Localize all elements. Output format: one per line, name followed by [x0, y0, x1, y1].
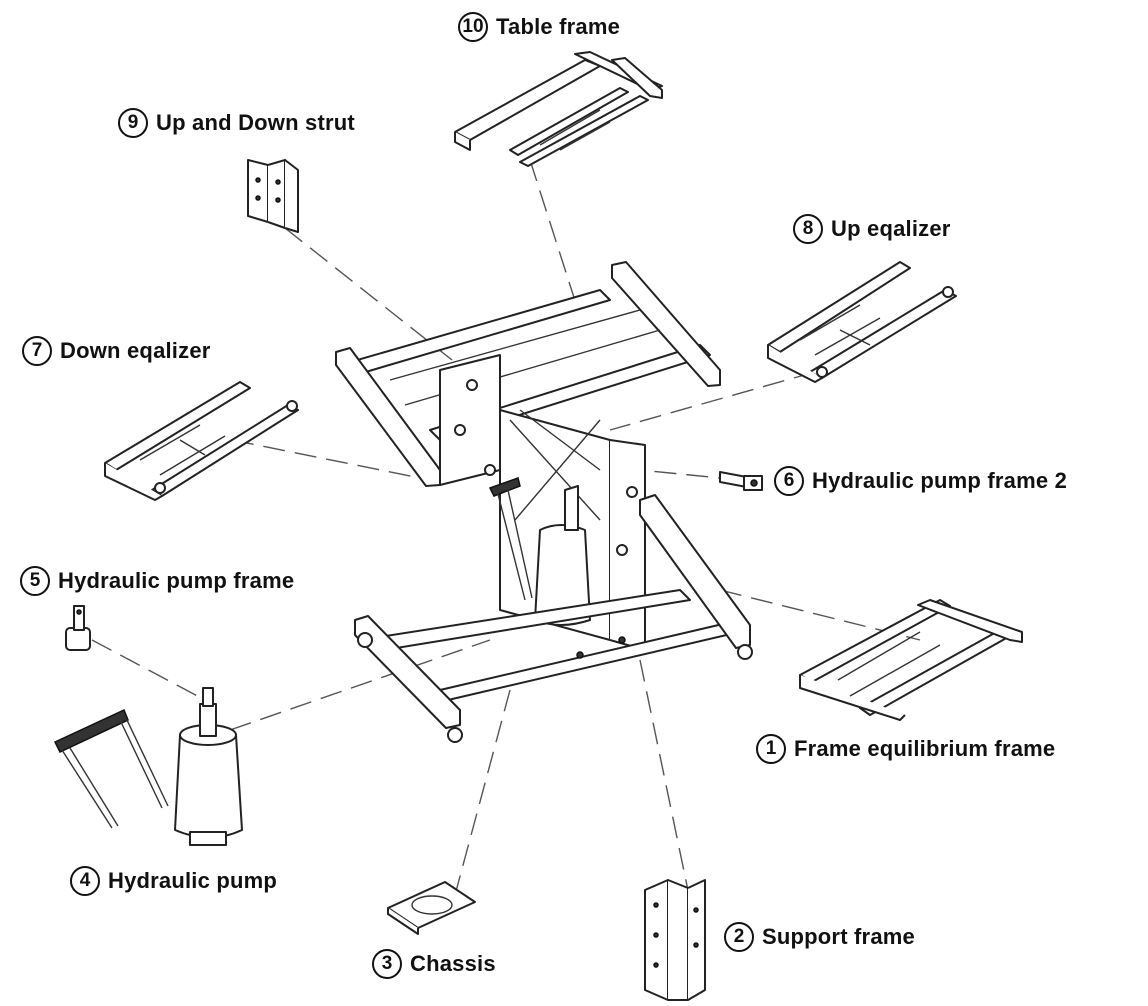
main-assembly: [335, 261, 753, 743]
part-number-badge: 3: [372, 949, 402, 979]
up-down-strut-part: [247, 159, 299, 233]
part-number-badge: 1: [756, 734, 786, 764]
support-frame-part: [644, 879, 706, 1001]
part-name: Table frame: [496, 14, 621, 39]
chassis-part: [387, 881, 476, 935]
hydraulic-pump-frame-part: [65, 605, 91, 651]
label-table-frame: 10 Table frame: [458, 12, 620, 42]
part-name: Frame equilibrium frame: [794, 736, 1056, 761]
hydraulic-pump-frame-2-part: [719, 471, 763, 491]
part-number-badge: 10: [458, 12, 488, 42]
label-hydraulic-pump: 4 Hydraulic pump: [70, 866, 277, 896]
frame-equilibrium-frame-part: [799, 599, 1023, 721]
part-name: Chassis: [410, 951, 496, 976]
part-name: Hydraulic pump frame 2: [812, 468, 1068, 493]
label-down-eqalizer: 7 Down eqalizer: [22, 336, 211, 366]
part-name: Down eqalizer: [60, 338, 211, 363]
label-hydraulic-pump-frame: 5 Hydraulic pump frame: [20, 566, 294, 596]
hydraulic-pump-part: [53, 687, 243, 846]
label-hydraulic-pump-frame-2: 6 Hydraulic pump frame 2: [774, 466, 1067, 496]
part-name: Support frame: [762, 924, 915, 949]
part-number-badge: 9: [118, 108, 148, 138]
label-up-eqalizer: 8 Up eqalizer: [793, 214, 951, 244]
label-chassis: 3 Chassis: [372, 949, 496, 979]
label-up-down-strut: 9 Up and Down strut: [118, 108, 355, 138]
part-number-badge: 4: [70, 866, 100, 896]
label-support-frame: 2 Support frame: [724, 922, 915, 952]
part-name: Up and Down strut: [156, 110, 355, 135]
label-frame-equilibrium-frame: 1 Frame equilibrium frame: [756, 734, 1055, 764]
part-number-badge: 8: [793, 214, 823, 244]
down-eqalizer-part: [104, 381, 299, 501]
part-name: Hydraulic pump frame: [58, 568, 295, 593]
table-frame-part: [454, 51, 663, 167]
part-number-badge: 6: [774, 466, 804, 496]
part-number-badge: 7: [22, 336, 52, 366]
part-name: Up eqalizer: [831, 216, 951, 241]
part-number-badge: 2: [724, 922, 754, 952]
part-name: Hydraulic pump: [108, 868, 278, 893]
up-eqalizer-part: [767, 261, 957, 383]
part-number-badge: 5: [20, 566, 50, 596]
